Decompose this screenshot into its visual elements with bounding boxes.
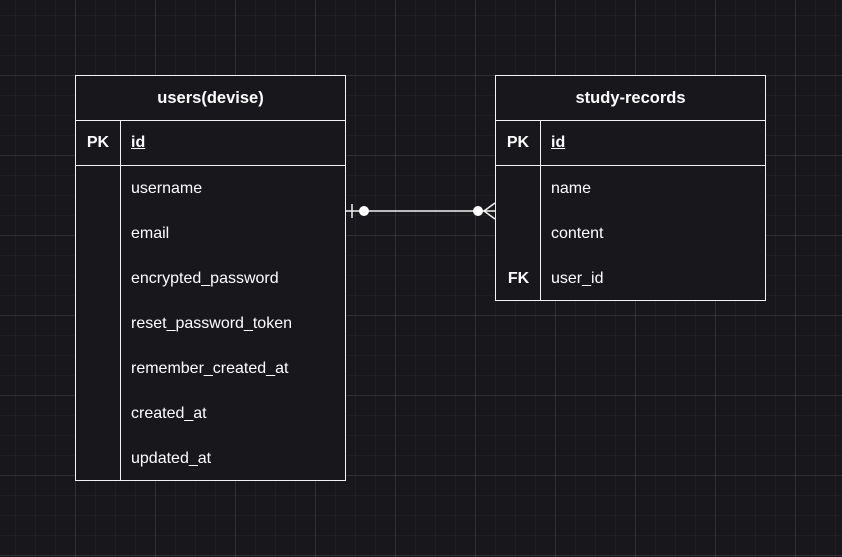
users-pk-row[interactable]: PK id <box>76 121 345 166</box>
users-field-name: username <box>131 179 203 197</box>
records-field-name: content <box>551 224 604 242</box>
records-field-row[interactable]: content <box>496 211 765 256</box>
one-only-circle-marker <box>359 206 369 216</box>
zero-or-many-circle-marker <box>473 206 483 216</box>
users-field-name: updated_at <box>131 449 212 467</box>
users-field-name: remember_created_at <box>131 359 289 377</box>
records-field-row[interactable]: FK user_id <box>496 256 765 301</box>
users-key-column <box>76 166 121 481</box>
users-field-row[interactable]: created_at <box>76 391 345 436</box>
users-entity-title: users(devise) <box>76 76 345 121</box>
users-field-row[interactable]: updated_at <box>76 436 345 481</box>
users-field-name: reset_password_token <box>131 314 292 332</box>
records-field-name: user_id <box>551 269 604 287</box>
records-key-column <box>496 166 541 301</box>
records-pk-row[interactable]: PK id <box>496 121 765 166</box>
study-records-entity-table[interactable]: study-records PK id name content FK user… <box>495 75 766 301</box>
users-fields: username email encrypted_password reset_… <box>76 166 345 481</box>
records-field-name: name <box>551 179 592 197</box>
users-field-name: encrypted_password <box>131 269 279 287</box>
records-pk-label: PK <box>496 121 541 165</box>
users-field-row[interactable]: username <box>76 166 345 211</box>
users-entity-table[interactable]: users(devise) PK id username email encry… <box>75 75 346 481</box>
records-field-row[interactable]: name <box>496 166 765 211</box>
users-field-name: email <box>131 224 170 242</box>
users-field-row[interactable]: remember_created_at <box>76 346 345 391</box>
records-fields: name content FK user_id <box>496 166 765 301</box>
users-pk-label: PK <box>76 121 121 165</box>
users-field-row[interactable]: reset_password_token <box>76 301 345 346</box>
records-pk-field: id <box>551 134 566 151</box>
users-field-row[interactable]: email <box>76 211 345 256</box>
crows-foot-marker <box>482 202 496 220</box>
records-fk-label: FK <box>507 269 530 287</box>
users-pk-field: id <box>131 134 146 151</box>
records-entity-title: study-records <box>496 76 765 121</box>
users-field-name: created_at <box>131 404 207 422</box>
users-field-row[interactable]: encrypted_password <box>76 256 345 301</box>
